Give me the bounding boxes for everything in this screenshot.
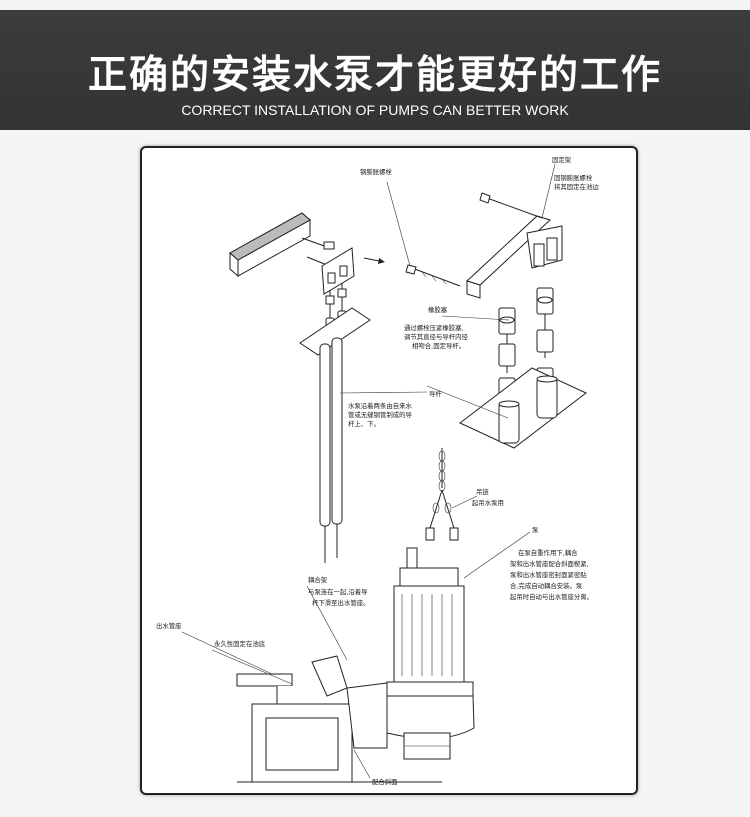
label-coupling-note-2: 杆下滑至出水管座。 bbox=[312, 598, 370, 607]
base-plate-left bbox=[299, 307, 371, 356]
guide-pipes-right bbox=[498, 375, 558, 444]
expansion-bolt-right bbox=[405, 264, 461, 287]
pump bbox=[386, 547, 475, 760]
label-steel-expansion-bolt: 钢膨胀螺栓 bbox=[360, 167, 393, 176]
label-lifting-chain-use: 起吊水泵用 bbox=[472, 498, 504, 507]
label-pump-note-3: 泵和出水管座密封面紧密贴 bbox=[510, 570, 587, 579]
label-coupling-frame: 耦合架 bbox=[308, 575, 328, 584]
label-pump-note-1: 在泵自重作用下,耦合 bbox=[518, 548, 578, 557]
base-plate-right bbox=[459, 367, 587, 449]
label-permanent-fix: 永久性固定在池底 bbox=[214, 639, 266, 648]
label-rubber-plug-note-3: 相吻合,固定导杆。 bbox=[412, 341, 465, 350]
label-guide-rod-note-3: 杆上、下。 bbox=[348, 419, 380, 428]
label-fixing-frame: 固定架 bbox=[552, 155, 572, 164]
fixing-bracket bbox=[466, 192, 563, 299]
label-lifting-chain: 吊链 bbox=[476, 487, 489, 496]
leader-lines bbox=[181, 163, 556, 779]
label-pump-note-2: 架和出水管座配合斜面楔紧, bbox=[510, 559, 589, 568]
label-guide-rod: 导杆 bbox=[429, 389, 442, 398]
label-rubber-plug-note-2: 调节其直径与导杆内径 bbox=[404, 332, 469, 341]
label-pump: 泵 bbox=[532, 526, 539, 534]
label-fixing-frame-note-1: 固钢膨胀螺栓 bbox=[554, 173, 593, 182]
diagram-frame: 钢膨胀螺栓 固定架 固钢膨胀螺栓 将其固定在池边 橡胶塞 通过螺栓压紧橡胶塞, … bbox=[140, 146, 638, 795]
outlet-seat bbox=[236, 655, 442, 783]
label-guide-rod-note-1: 水泵沿着两条由自来水 bbox=[348, 401, 413, 410]
label-fixing-frame-note-2: 将其固定在池边 bbox=[554, 182, 599, 191]
arrow-1 bbox=[363, 257, 385, 264]
label-mating-slope: 配合斜面 bbox=[372, 777, 398, 786]
label-pump-note-4: 合,完成自动耦合安装。泵 bbox=[510, 581, 583, 590]
label-rubber-plug-note-1: 通过螺栓压紧橡胶塞, bbox=[404, 323, 464, 332]
label-outlet-seat: 出水管座 bbox=[156, 621, 182, 630]
lifting-chain bbox=[425, 448, 459, 541]
header-banner: 正确的安装水泵才能更好的工作 CORRECT INSTALLATION OF P… bbox=[0, 10, 750, 130]
concrete-slab bbox=[229, 212, 311, 278]
label-rubber-plug: 橡胶塞 bbox=[428, 305, 448, 314]
guide-rods-left bbox=[319, 337, 343, 563]
label-pump-note-5: 起吊时自动与出水管座分离。 bbox=[510, 592, 593, 601]
label-guide-rod-note-2: 管或无缝钢管制成的导 bbox=[348, 410, 413, 419]
page-subtitle: CORRECT INSTALLATION OF PUMPS CAN BETTER… bbox=[181, 102, 569, 118]
page-title: 正确的安装水泵才能更好的工作 bbox=[87, 53, 662, 98]
diagram-labels: 钢膨胀螺栓 固定架 固钢膨胀螺栓 将其固定在池边 橡胶塞 通过螺栓压紧橡胶塞, … bbox=[156, 155, 599, 786]
label-coupling-note-1: 与泵连在一起,沿着导 bbox=[308, 587, 368, 596]
installation-diagram: 钢膨胀螺栓 固定架 固钢膨胀螺栓 将其固定在池边 橡胶塞 通过螺栓压紧橡胶塞, … bbox=[156, 155, 599, 786]
